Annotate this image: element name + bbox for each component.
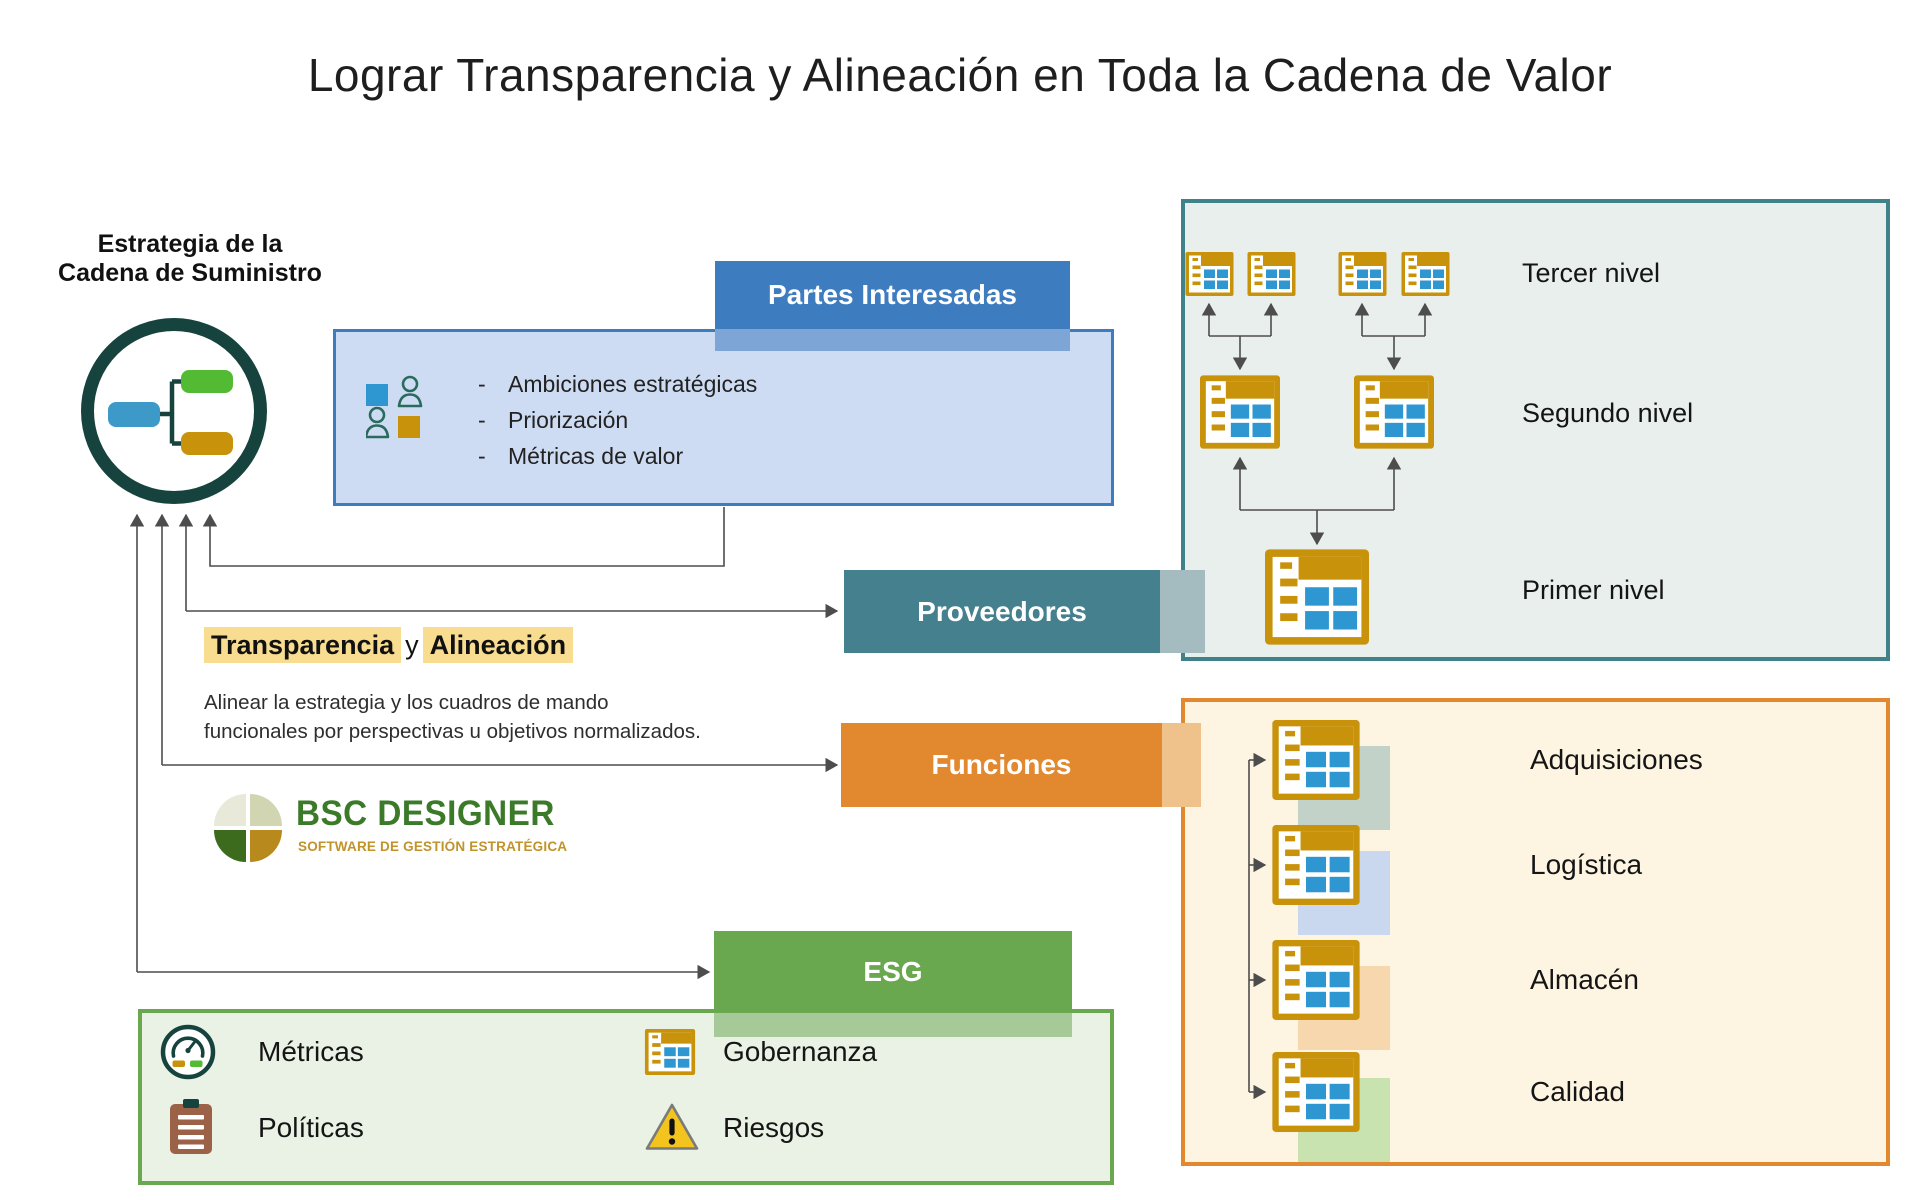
highlight-alineacion: Alineación bbox=[422, 627, 574, 663]
gauge-icon bbox=[160, 1024, 216, 1080]
scorecard-icon bbox=[1272, 825, 1360, 905]
bsc-designer-logo: BSC DESIGNER SOFTWARE DE GESTIÓN ESTRATÉ… bbox=[212, 790, 632, 870]
alignment-description-line2: funcionales por perspectivas u objetivos… bbox=[204, 720, 701, 743]
clipboard-icon bbox=[168, 1098, 214, 1156]
page-title: Lograr Transparencia y Alineación en Tod… bbox=[307, 49, 1613, 101]
esg-label-metricas: Métricas bbox=[258, 1036, 364, 1067]
scorecard-icon bbox=[1200, 375, 1280, 449]
logo-name: BSC DESIGNER bbox=[296, 794, 555, 833]
stakeholders-header-extension bbox=[715, 329, 1070, 351]
alignment-description: Alinear la estrategia y los cuadros de m… bbox=[204, 688, 701, 746]
stakeholders-icon bbox=[366, 374, 434, 440]
alignment-description-line1: Alinear la estrategia y los cuadros de m… bbox=[204, 691, 609, 714]
bullet-item: Métricas de valor bbox=[478, 438, 757, 474]
suppliers-header: Proveedores bbox=[844, 570, 1160, 653]
conjunction: y bbox=[405, 630, 419, 660]
stakeholders-bullet-list: Ambiciones estratégicas Priorización Mét… bbox=[478, 366, 757, 474]
pie-logo-icon bbox=[214, 794, 282, 862]
level-label-third: Tercer nivel bbox=[1522, 258, 1661, 288]
suppliers-header-label: Proveedores bbox=[917, 595, 1087, 627]
scorecard-icon bbox=[1338, 252, 1387, 296]
functions-header-extension bbox=[1162, 723, 1201, 807]
strategy-map-graphic bbox=[108, 370, 233, 455]
scorecard-icon bbox=[1401, 252, 1450, 296]
scorecard-icon bbox=[1265, 549, 1369, 645]
scorecard-icon bbox=[1247, 252, 1296, 296]
scorecard-icon bbox=[1272, 720, 1360, 800]
function-label-almacen: Almacén bbox=[1530, 964, 1639, 995]
strategy-label-line1: Estrategia de la bbox=[97, 230, 283, 258]
logo-tagline: SOFTWARE DE GESTIÓN ESTRATÉGICA bbox=[298, 839, 568, 854]
esg-label-riesgos: Riesgos bbox=[723, 1112, 825, 1143]
bullet-item: Priorización bbox=[478, 402, 757, 438]
level-label-first: Primer nivel bbox=[1522, 575, 1665, 605]
esg-label-politicas: Políticas bbox=[258, 1112, 364, 1143]
function-label-logistica: Logística bbox=[1530, 849, 1643, 880]
scorecard-icon bbox=[1354, 375, 1434, 449]
stakeholders-header-label: Partes Interesadas bbox=[767, 279, 1018, 310]
suppliers-header-extension bbox=[1160, 570, 1205, 653]
esg-header-label: ESG bbox=[863, 956, 923, 987]
stakeholders-header: Partes Interesadas bbox=[715, 261, 1070, 329]
scorecard-icon bbox=[1272, 1052, 1360, 1132]
esg-header: ESG bbox=[714, 931, 1072, 1013]
highlight-transparencia: Transparencia bbox=[204, 627, 402, 663]
strategy-label: Estrategia de la Cadena de Suministro bbox=[35, 230, 345, 288]
esg-header-extension bbox=[714, 1013, 1072, 1037]
warning-triangle-icon bbox=[644, 1102, 700, 1152]
function-label-calidad: Calidad bbox=[1530, 1076, 1625, 1107]
functions-header-label: Funciones bbox=[931, 749, 1072, 780]
scorecard-icon bbox=[644, 1029, 696, 1075]
esg-panel bbox=[138, 1009, 1114, 1185]
level-label-second: Segundo nivel bbox=[1522, 398, 1694, 428]
strategy-map-icon bbox=[81, 318, 267, 504]
esg-label-gobernanza: Gobernanza bbox=[723, 1036, 878, 1067]
scorecard-icon bbox=[1272, 940, 1360, 1020]
functions-header: Funciones bbox=[841, 723, 1162, 807]
scorecard-icon bbox=[1185, 252, 1234, 296]
function-label-adquisiciones: Adquisiciones bbox=[1530, 744, 1703, 775]
bullet-item: Ambiciones estratégicas bbox=[478, 366, 757, 402]
strategy-label-line2: Cadena de Suministro bbox=[58, 259, 322, 287]
